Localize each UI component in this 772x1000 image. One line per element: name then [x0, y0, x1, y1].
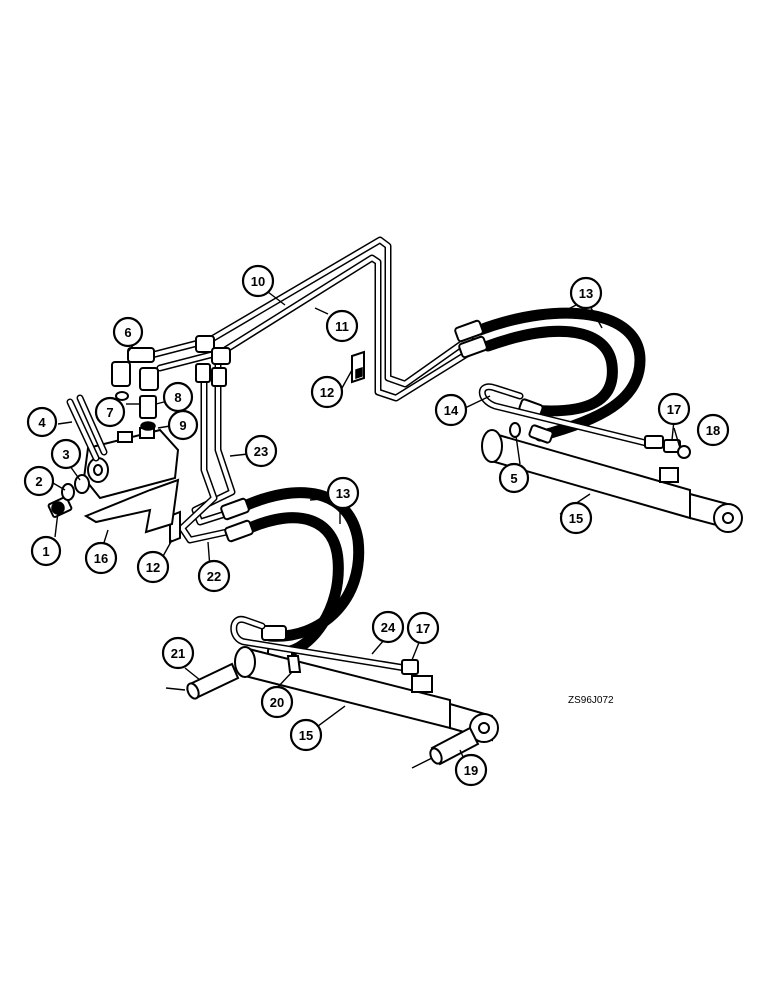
callout-17-right: 17: [657, 392, 691, 426]
callout-15-lower: 15: [289, 718, 323, 752]
callout-19: 19: [454, 753, 488, 787]
callout-1: 1: [30, 535, 62, 567]
leader-lines: [52, 291, 681, 769]
callout-17-lower: 17: [406, 611, 440, 645]
callout-23: 23: [244, 434, 278, 468]
callout-11: 11: [325, 309, 359, 343]
rigid-tube-22: [178, 364, 240, 544]
plug-18: [677, 445, 691, 459]
hydraulic-cylinder-15-right: [481, 429, 743, 533]
svg-text:21: 21: [171, 646, 185, 661]
svg-text:20: 20: [270, 695, 284, 710]
callout-12-lower: 12: [136, 550, 170, 584]
svg-text:24: 24: [381, 620, 396, 635]
svg-text:22: 22: [207, 569, 221, 584]
drawing-code: ZS96J072: [568, 695, 614, 706]
callout-2: 2: [23, 465, 55, 497]
callout-9: 9: [167, 409, 199, 441]
callout-24: 24: [371, 610, 405, 644]
callout-8: 8: [162, 381, 194, 413]
callout-4: 4: [26, 406, 58, 438]
svg-text:17: 17: [416, 621, 430, 636]
callout-7: 7: [94, 396, 126, 428]
tee-fittings: [195, 335, 231, 387]
svg-text:13: 13: [336, 486, 350, 501]
svg-text:10: 10: [251, 274, 265, 289]
callout-14: 14: [434, 393, 468, 427]
callout-13-lower: 13: [326, 476, 360, 510]
svg-text:15: 15: [569, 511, 583, 526]
svg-text:13: 13: [579, 286, 593, 301]
svg-text:18: 18: [706, 423, 720, 438]
svg-text:1: 1: [42, 544, 49, 559]
svg-text:12: 12: [320, 385, 334, 400]
svg-text:9: 9: [179, 418, 186, 433]
callout-10: 10: [241, 264, 275, 298]
o-ring-7: [115, 391, 129, 401]
svg-text:16: 16: [94, 551, 108, 566]
callout-20: 20: [260, 685, 294, 719]
callout-12-upper: 12: [310, 375, 344, 409]
callout-13-upper: 13: [569, 276, 603, 310]
svg-text:14: 14: [444, 403, 459, 418]
svg-text:23: 23: [254, 444, 268, 459]
hoses-13-lower: [220, 487, 365, 663]
svg-text:7: 7: [106, 405, 113, 420]
rigid-tube-10: [144, 236, 474, 388]
svg-text:3: 3: [62, 447, 69, 462]
elbow-fittings-6: [111, 347, 159, 391]
svg-text:11: 11: [335, 319, 349, 334]
callout-18: 18: [696, 413, 730, 447]
callout-3: 3: [50, 438, 82, 470]
clamp-20: [286, 655, 302, 673]
hoses-13-upper: [454, 307, 646, 444]
callout-21: 21: [161, 636, 195, 670]
pin-19: [429, 726, 480, 766]
adapter-8: [139, 395, 157, 419]
o-ring-5: [509, 422, 521, 438]
svg-text:15: 15: [299, 728, 313, 743]
svg-text:8: 8: [174, 390, 181, 405]
fitting-3: [74, 474, 90, 494]
svg-text:5: 5: [510, 471, 517, 486]
fitting-1: [47, 496, 73, 518]
callout-5: 5: [498, 462, 530, 494]
callout-15-right: 15: [559, 501, 593, 535]
o-ring-2: [61, 483, 75, 501]
clamp-12-upper: [351, 350, 365, 384]
svg-text:4: 4: [38, 415, 46, 430]
o-ring-9: [140, 421, 156, 431]
fitting-17-lower: [401, 659, 419, 675]
svg-text:19: 19: [464, 763, 478, 778]
mounting-bracket-16: [83, 478, 180, 534]
svg-text:17: 17: [667, 402, 681, 417]
callout-6: 6: [112, 316, 144, 348]
pin-21: [186, 662, 240, 700]
svg-text:6: 6: [124, 325, 131, 340]
svg-text:2: 2: [35, 474, 42, 489]
control-levers-4: [66, 394, 108, 462]
callout-16: 16: [84, 541, 118, 575]
callout-22: 22: [197, 559, 231, 593]
svg-text:12: 12: [146, 560, 160, 575]
control-valve: [82, 427, 180, 500]
